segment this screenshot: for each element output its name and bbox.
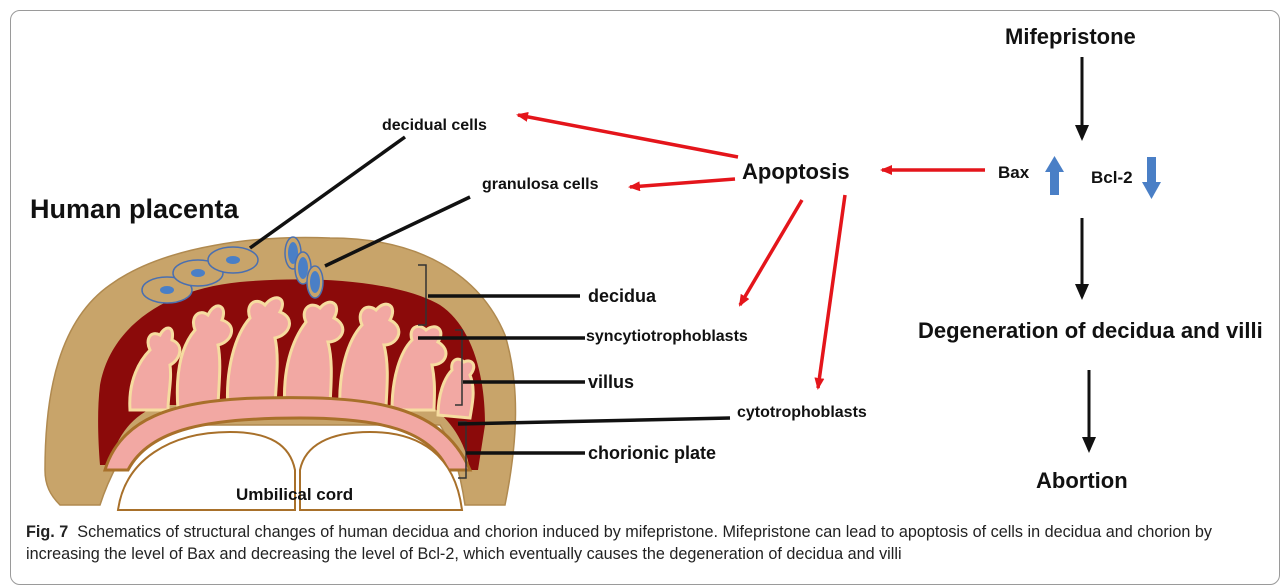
caption-text: Schematics of structural changes of huma… — [26, 523, 1212, 563]
label-bax: Bax — [998, 163, 1030, 182]
label-abortion: Abortion — [1036, 468, 1128, 493]
label-granulosa-cells: granulosa cells — [482, 176, 599, 193]
label-syncytiotrophoblasts: syncytiotrophoblasts — [586, 328, 748, 345]
label-decidual-cells: decidual cells — [382, 117, 487, 134]
bcl2-down-arrow-icon — [1142, 157, 1161, 199]
label-bcl2: Bcl-2 — [1091, 168, 1133, 187]
black-arrows — [1082, 57, 1089, 450]
label-apoptosis: Apoptosis — [742, 159, 850, 184]
label-umbilical-cord: Umbilical cord — [236, 485, 353, 504]
label-chorionic-plate: chorionic plate — [588, 443, 716, 463]
title-human-placenta: Human placenta — [30, 194, 240, 224]
bax-up-arrow-icon — [1045, 156, 1064, 195]
placenta-diagram: Human placenta Umbilical cord decidual c… — [0, 0, 1287, 520]
label-mifepristone: Mifepristone — [1005, 24, 1136, 49]
label-cytotrophoblasts: cytotrophoblasts — [737, 404, 867, 421]
placenta-illustration — [45, 237, 516, 510]
label-degeneration: Degeneration of decidua and villi — [918, 318, 1263, 343]
figure-caption: Fig. 7 Schematics of structural changes … — [26, 521, 1276, 565]
label-decidua: decidua — [588, 286, 657, 306]
red-arrows — [518, 115, 985, 388]
figure-number: Fig. 7 — [26, 523, 68, 541]
label-villus: villus — [588, 372, 634, 392]
